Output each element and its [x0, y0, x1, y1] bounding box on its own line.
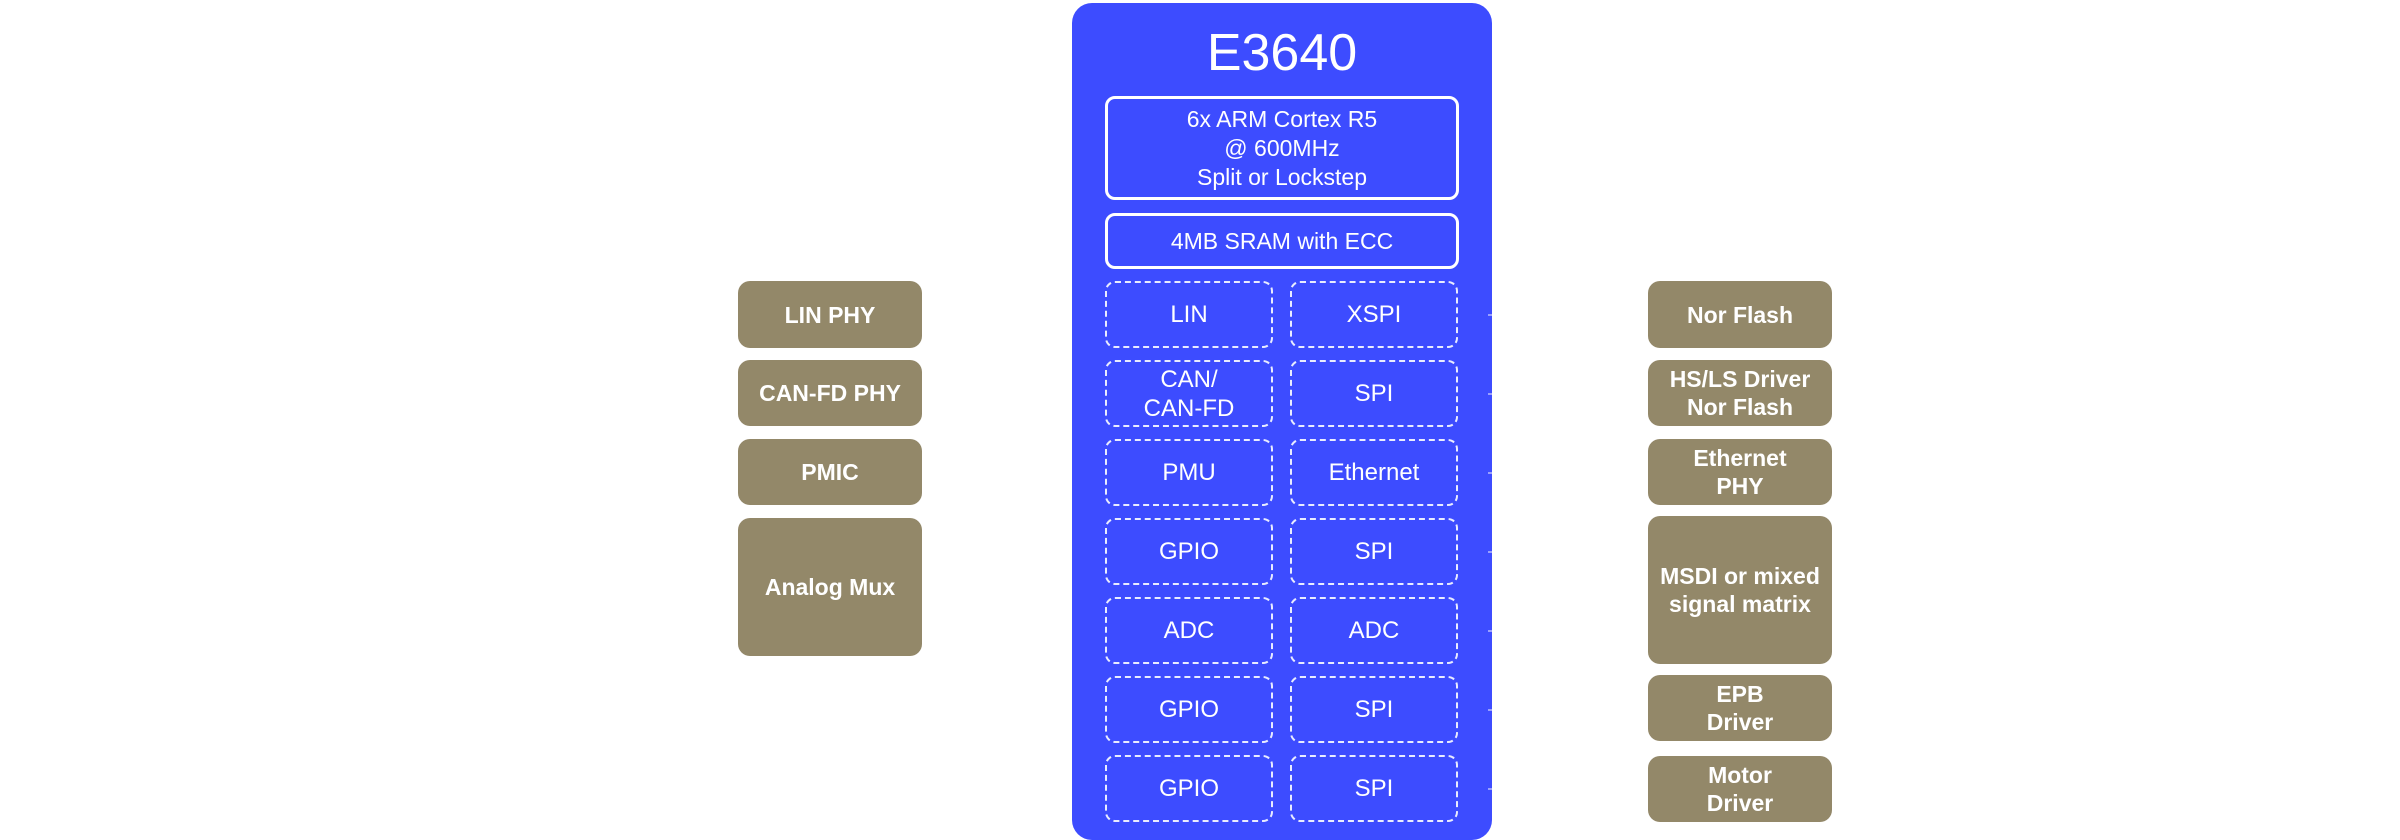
peripheral-label: SPI [1354, 380, 1394, 407]
peripheral-spi: SPI [1290, 676, 1458, 743]
device-label: Driver [1706, 709, 1774, 735]
peripheral-label: CAN/ [1160, 365, 1218, 393]
peripheral-spi: SPI [1290, 518, 1458, 585]
cpu-line: @ 600MHz [1224, 134, 1340, 161]
peripheral-xspi: XSPI [1290, 281, 1458, 348]
sram-label: 4MB SRAM with ECC [1170, 227, 1394, 254]
device-label: Motor [1708, 762, 1772, 788]
chip-title: E3640 [1206, 24, 1358, 82]
device-label: MSDI or mixed [1660, 563, 1820, 589]
peripheral-label: SPI [1354, 538, 1394, 565]
peripheral-gpio: GPIO [1105, 676, 1273, 743]
peripheral-label: GPIO [1158, 775, 1219, 802]
device-label: PMIC [801, 459, 859, 485]
peripheral-label: Ethernet [1328, 459, 1420, 486]
device-lin-phy: LIN PHY [738, 281, 922, 348]
device-analog-mux: Analog Mux [738, 518, 922, 656]
peripheral-label: SPI [1354, 775, 1394, 802]
peripheral-label: ADC [1163, 617, 1215, 644]
peripheral-pmu: PMU [1105, 439, 1273, 506]
peripheral-gpio: GPIO [1105, 518, 1273, 585]
peripheral-label: CAN-FD [1143, 394, 1235, 422]
peripheral-label: PMU [1162, 459, 1216, 486]
connector-tick [1488, 551, 1492, 553]
peripheral-can-fd: CAN/ CAN-FD [1105, 360, 1273, 427]
connector-tick [1488, 630, 1492, 632]
soc-chip: E3640 6x ARM Cortex R5 @ 600MHz Split or… [1072, 3, 1492, 840]
cpu-line: 6x ARM Cortex R5 [1186, 105, 1378, 132]
device-label: signal matrix [1669, 591, 1811, 617]
device-label: CAN-FD PHY [759, 380, 901, 406]
device-label: HS/LS Driver [1669, 366, 1811, 392]
peripheral-ethernet: Ethernet [1290, 439, 1458, 506]
cpu-line: Split or Lockstep [1196, 163, 1368, 190]
device-label: Nor Flash [1686, 394, 1794, 420]
peripheral-label: GPIO [1158, 538, 1219, 565]
sram-block: 4MB SRAM with ECC [1105, 213, 1459, 269]
device-motor-driver: Motor Driver [1648, 756, 1832, 822]
device-ethernet-phy: Ethernet PHY [1648, 439, 1832, 505]
peripheral-label: SPI [1354, 696, 1394, 723]
connector-tick [1488, 393, 1492, 395]
device-hs-ls-driver-nor-flash: HS/LS Driver Nor Flash [1648, 360, 1832, 426]
device-nor-flash: Nor Flash [1648, 281, 1832, 348]
peripheral-lin: LIN [1105, 281, 1273, 348]
peripheral-adc: ADC [1105, 597, 1273, 664]
device-label: Nor Flash [1686, 301, 1794, 328]
peripheral-label: GPIO [1158, 696, 1219, 723]
device-epb-driver: EPB Driver [1648, 675, 1832, 741]
device-can-fd-phy: CAN-FD PHY [738, 360, 922, 426]
connector-tick [1488, 788, 1492, 790]
device-label: EPB [1716, 681, 1764, 707]
device-label: Ethernet [1693, 445, 1787, 471]
cpu-block: 6x ARM Cortex R5 @ 600MHz Split or Locks… [1105, 96, 1459, 200]
peripheral-label: LIN [1170, 301, 1208, 328]
device-label: PHY [1716, 473, 1764, 499]
device-label: LIN PHY [784, 301, 876, 328]
peripheral-spi: SPI [1290, 360, 1458, 427]
device-label: Driver [1706, 790, 1774, 816]
device-msdi-signal-matrix: MSDI or mixed signal matrix [1648, 516, 1832, 664]
connector-tick [1488, 472, 1492, 474]
peripheral-spi: SPI [1290, 755, 1458, 822]
peripheral-gpio: GPIO [1105, 755, 1273, 822]
device-pmic: PMIC [738, 439, 922, 505]
connector-tick [1488, 709, 1492, 711]
device-label: Analog Mux [764, 574, 896, 600]
connector-tick [1488, 314, 1492, 316]
peripheral-adc: ADC [1290, 597, 1458, 664]
peripheral-label: XSPI [1346, 301, 1402, 328]
peripheral-label: ADC [1348, 617, 1400, 644]
